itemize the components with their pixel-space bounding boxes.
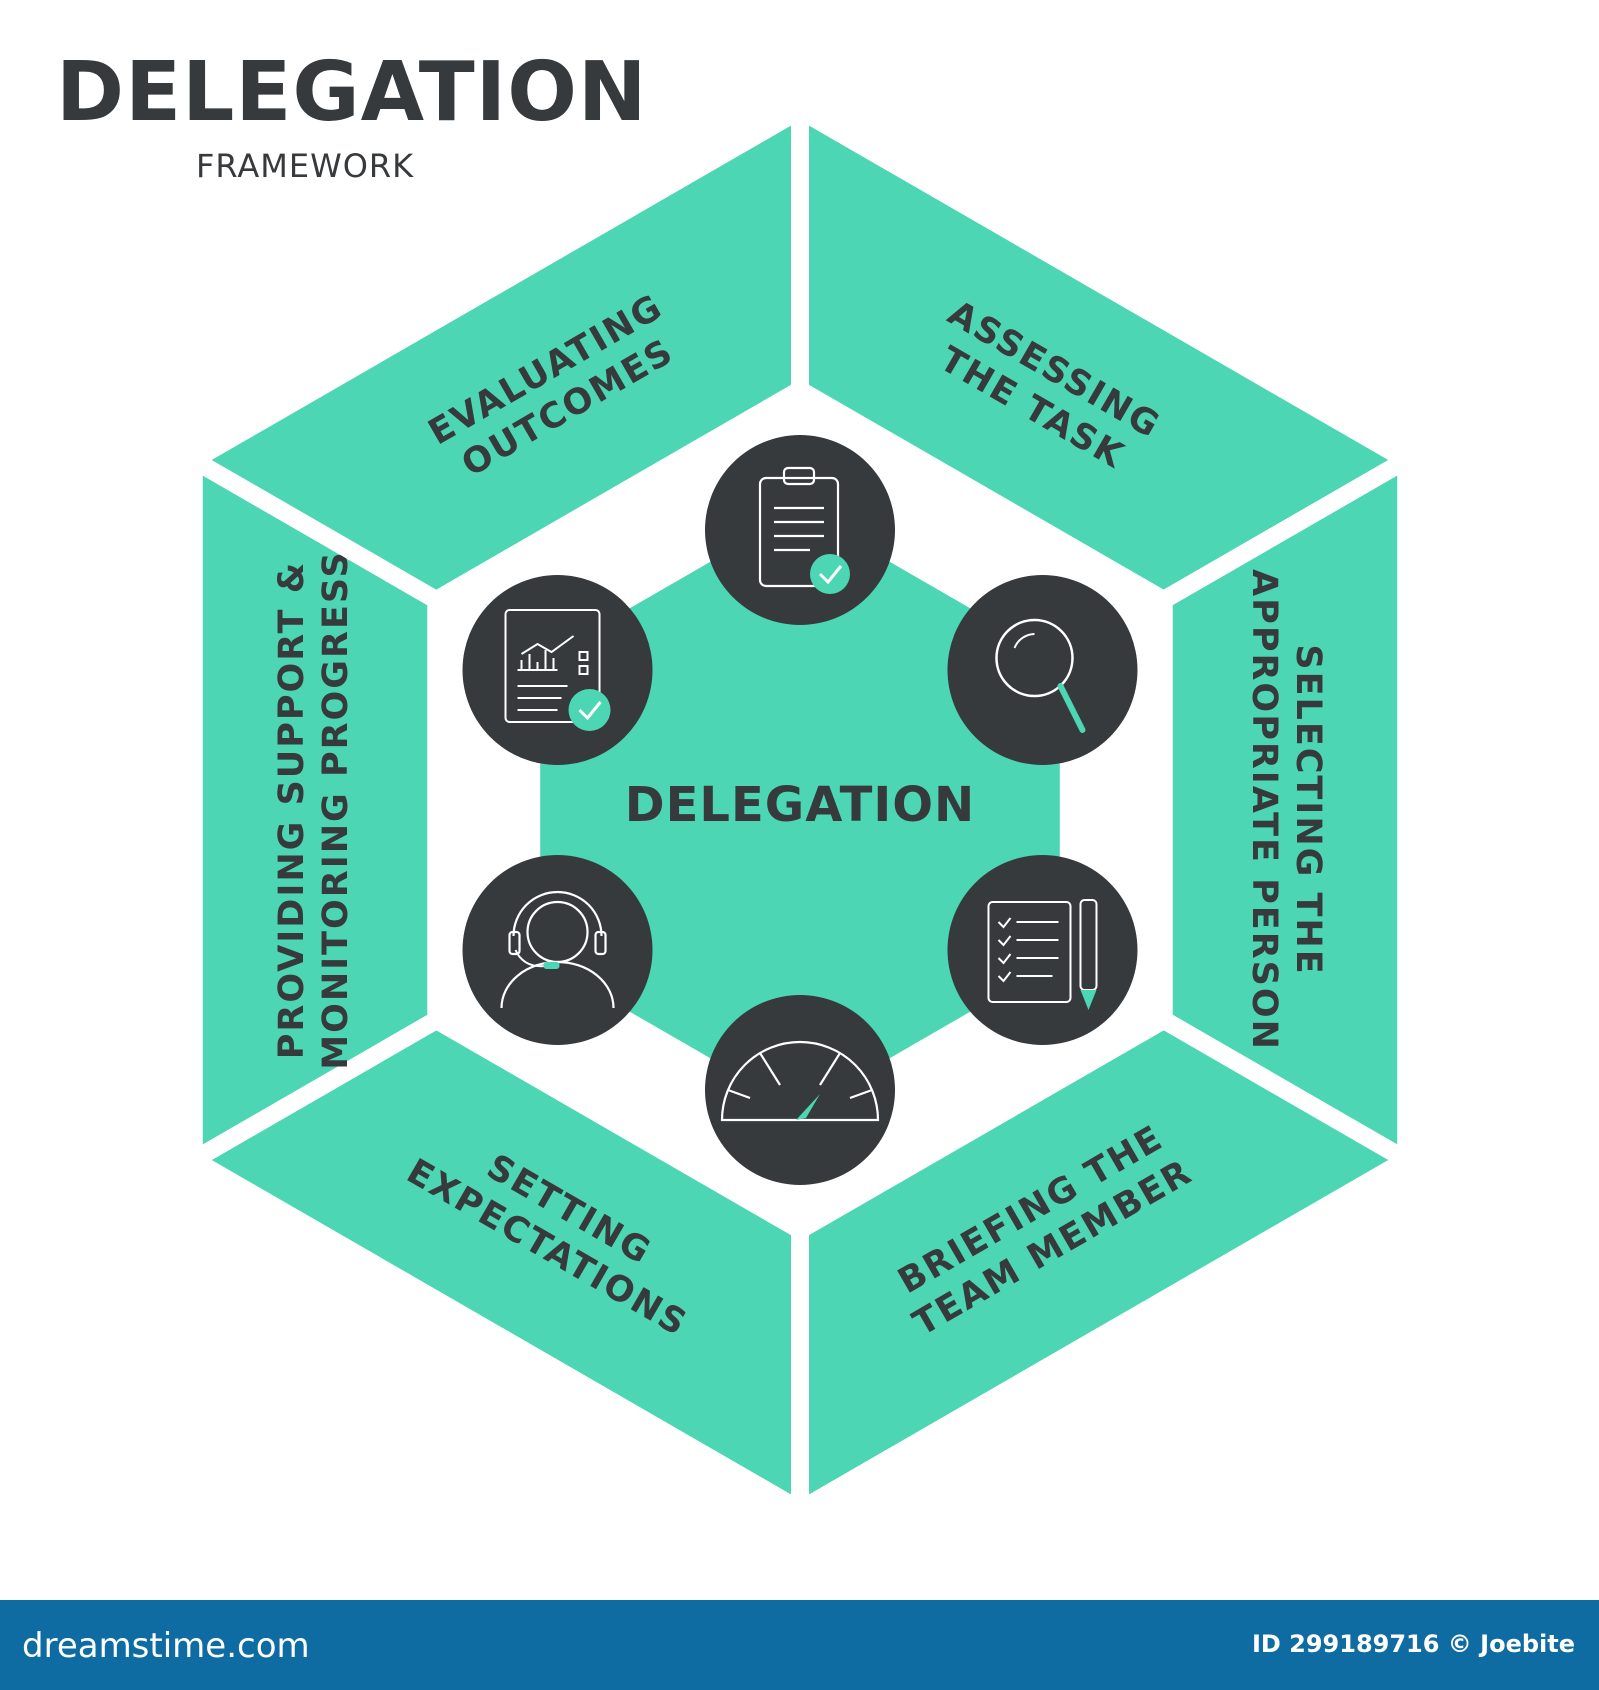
gauge-icon [705, 995, 895, 1185]
footer-brand: dreamstime.com [22, 1626, 310, 1666]
segment-label-5: PROVIDING SUPPORT &MONITORING PROGRESS [272, 550, 356, 1070]
segment-label-line: SELECTING THE [1288, 644, 1328, 975]
magnifier-icon [947, 575, 1138, 765]
icon-layer [462, 435, 1138, 1185]
support-agent-icon [462, 855, 653, 1045]
segment-label-line: MONITORING PROGRESS [316, 550, 356, 1070]
page-subtitle: FRAMEWORK [196, 147, 415, 185]
segment-label-line: APPROPRIATE PERSON [1244, 569, 1284, 1051]
center-label: DELEGATION [625, 777, 975, 833]
report-chart-check-icon [462, 575, 653, 765]
page-title: DELEGATION [56, 45, 648, 140]
footer-credit: ID 299189716 © Joebite [1251, 1630, 1575, 1658]
clipboard-check-icon [705, 435, 895, 625]
checklist-pencil-icon [947, 855, 1138, 1045]
footer-bar: dreamstime.com ID 299189716 © Joebite [0, 1600, 1599, 1690]
segment-band-6 [175, 94, 809, 611]
segment-label-line: PROVIDING SUPPORT & [272, 561, 312, 1059]
center-hexagon [540, 510, 1060, 1110]
